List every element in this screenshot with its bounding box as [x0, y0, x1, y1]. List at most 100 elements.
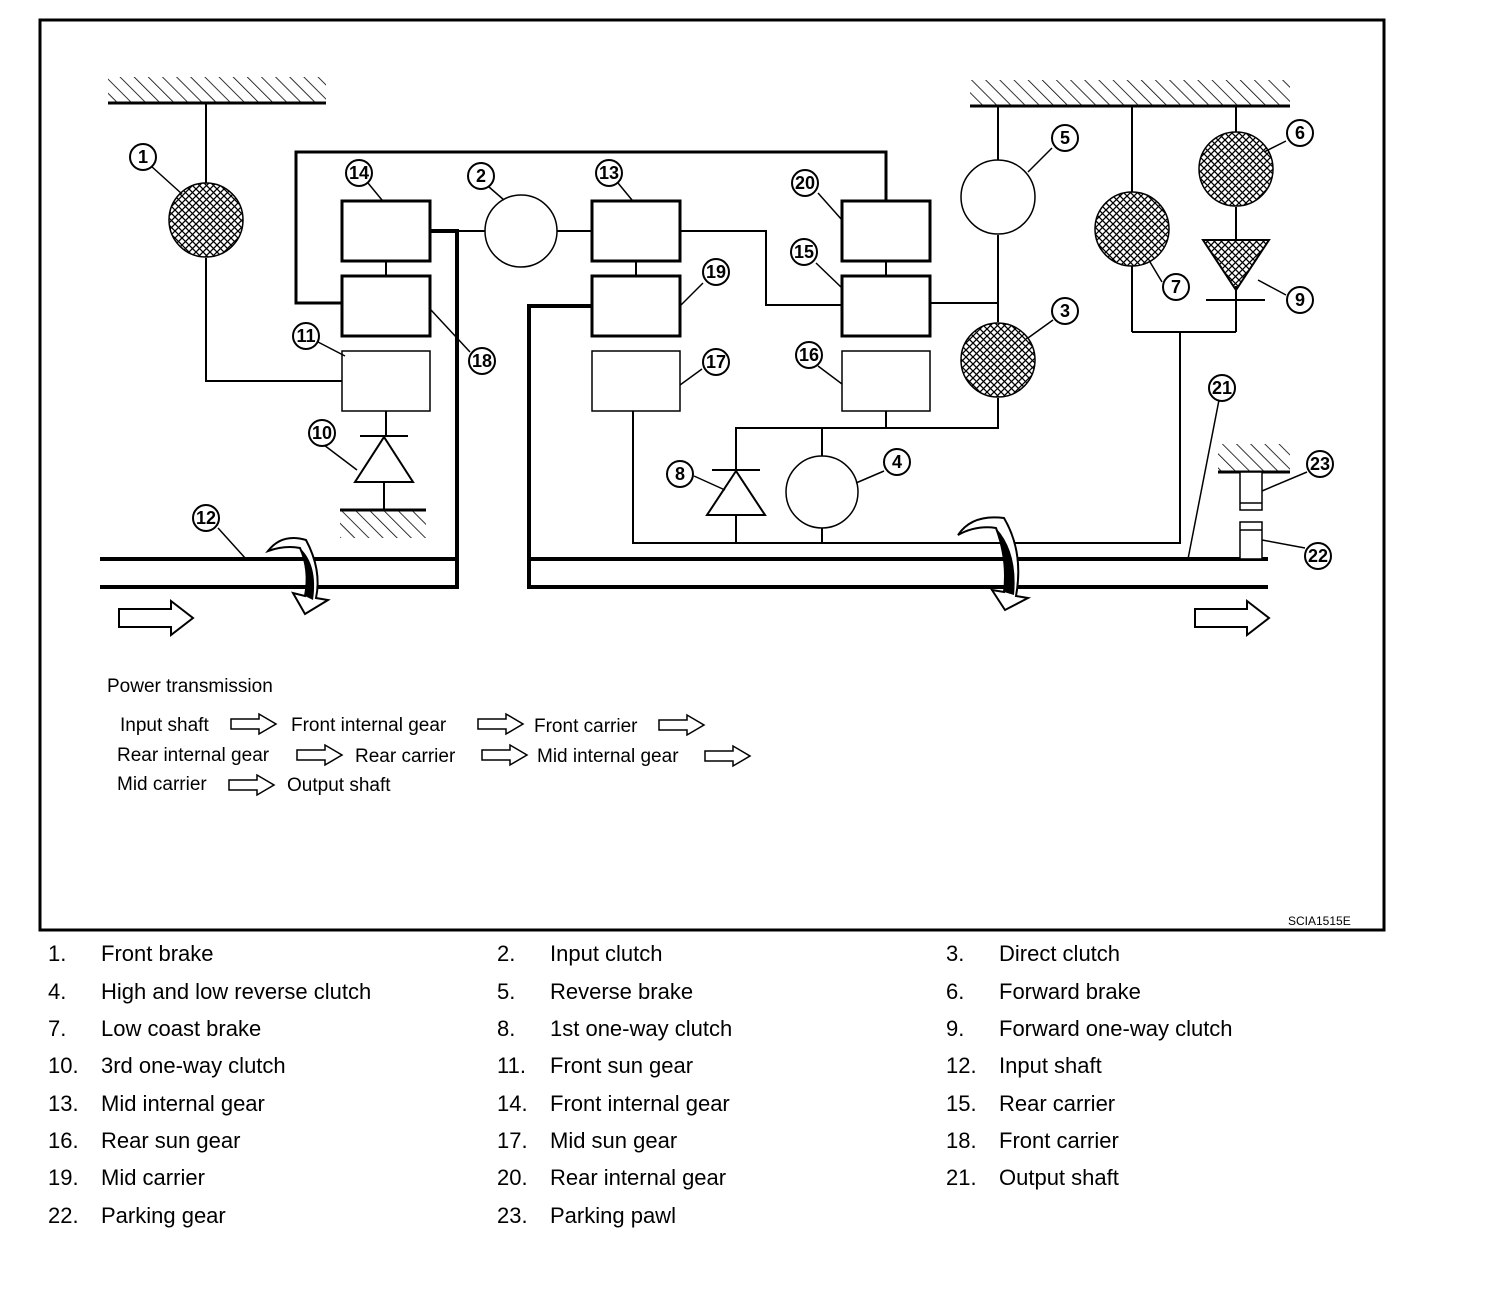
callout-20: 20	[791, 169, 819, 197]
callout-7: 7	[1162, 273, 1190, 301]
legend-label: Forward brake	[999, 979, 1141, 1004]
output-rotation-arrow-icon	[957, 516, 1032, 612]
legend-label: Mid internal gear	[101, 1091, 265, 1116]
callout-12: 12	[192, 504, 220, 532]
flow-step-output-shaft: Output shaft	[287, 775, 391, 796]
rear-carrier-box	[840, 274, 932, 338]
legend-number: 4.	[48, 979, 67, 1004]
flow-arrow-icon	[477, 712, 525, 736]
svg-text:22: 22	[1308, 546, 1328, 566]
connection-lines	[205, 103, 1265, 544]
legend-label: Front internal gear	[550, 1091, 730, 1116]
mid-sun-gear-box	[591, 350, 681, 412]
legend-number: 9.	[946, 1016, 965, 1041]
legend-number: 11.	[497, 1053, 526, 1078]
legend-number: 3.	[946, 941, 965, 966]
legend-label: Low coast brake	[101, 1016, 262, 1041]
flow-arrows	[228, 712, 752, 797]
callout-15: 15	[790, 238, 818, 266]
legend-label: Mid carrier	[101, 1165, 205, 1190]
legend-number: 10.	[48, 1053, 79, 1078]
input-direction-arrow-icon	[118, 598, 195, 638]
svg-text:3: 3	[1060, 301, 1070, 321]
legend-label: Front sun gear	[550, 1053, 694, 1078]
flow-step-rear-internal-gear: Rear internal gear	[117, 745, 270, 766]
svg-text:19: 19	[706, 262, 726, 282]
case-ground-parking	[1218, 444, 1290, 474]
legend-label: Reverse brake	[550, 979, 694, 1004]
forward-one-way-clutch-symbol	[1201, 239, 1271, 292]
callout-14: 14	[345, 159, 373, 187]
callout-4: 4	[883, 448, 911, 476]
legend-label: Parking gear	[101, 1203, 226, 1228]
legend-label: Output shaft	[999, 1165, 1119, 1190]
svg-text:1: 1	[138, 147, 148, 167]
svg-text:14: 14	[349, 163, 369, 183]
legend-number: 19.	[48, 1165, 79, 1190]
legend-label: Forward one-way clutch	[999, 1016, 1233, 1041]
flow-arrow-icon	[704, 744, 752, 768]
svg-text:5: 5	[1060, 128, 1070, 148]
callout-17: 17	[702, 348, 730, 376]
input-clutch-circle	[484, 194, 558, 268]
svg-text:9: 9	[1295, 290, 1305, 310]
legend-number: 14.	[497, 1091, 528, 1116]
callout-5: 5	[1051, 124, 1079, 152]
legend-label: Front carrier	[999, 1128, 1119, 1153]
flow-step-mid-internal-gear: Mid internal gear	[537, 746, 679, 767]
callout-22: 22	[1304, 542, 1332, 570]
callout-6: 6	[1286, 119, 1314, 147]
case-ground-left	[108, 77, 326, 105]
front-carrier-rear-internal-drum	[294, 150, 888, 305]
mid-carrier-box	[590, 274, 682, 338]
svg-text:13: 13	[599, 163, 619, 183]
svg-text:12: 12	[196, 508, 216, 528]
legend-number: 21.	[946, 1165, 977, 1190]
svg-text:20: 20	[795, 173, 815, 193]
mid-internal-gear-box	[590, 199, 682, 263]
output-shaft	[527, 304, 1268, 561]
callout-18: 18	[468, 347, 496, 375]
legend-label: Mid sun gear	[550, 1128, 678, 1153]
flow-step-rear-carrier: Rear carrier	[355, 746, 456, 767]
legend-number: 23.	[497, 1203, 528, 1228]
callout-10: 10	[308, 419, 336, 447]
legend-number: 17.	[497, 1128, 528, 1153]
legend-label: 3rd one-way clutch	[101, 1053, 286, 1078]
svg-text:23: 23	[1310, 454, 1330, 474]
svg-text:10: 10	[312, 423, 332, 443]
diagram-frame	[38, 18, 1386, 932]
input-rotation-arrow-icon	[265, 537, 331, 616]
flow-arrow-icon	[228, 773, 276, 797]
svg-text:4: 4	[892, 452, 902, 472]
shaft-lines	[100, 229, 1268, 589]
svg-text:16: 16	[799, 345, 819, 365]
high-low-reverse-clutch-circle	[785, 455, 859, 529]
callout-9: 9	[1286, 286, 1314, 314]
legend-number: 8.	[497, 1016, 516, 1041]
power-transmission-title: Power transmission	[107, 676, 273, 697]
callout-21: 21	[1208, 374, 1236, 402]
svg-text:7: 7	[1171, 277, 1181, 297]
legend-number: 18.	[946, 1128, 977, 1153]
svg-text:8: 8	[675, 464, 685, 484]
reverse-brake-circle	[960, 159, 1036, 235]
legend-number: 12.	[946, 1053, 977, 1078]
direct-clutch-circle	[960, 322, 1036, 398]
flow-step-front-carrier: Front carrier	[534, 716, 638, 737]
figure-code: SCIA1515E	[1288, 914, 1351, 928]
legend-number: 15.	[946, 1091, 977, 1116]
callout-8: 8	[666, 460, 694, 488]
legend-number: 6.	[946, 979, 965, 1004]
svg-text:11: 11	[296, 326, 315, 346]
parking-gear-symbol	[1239, 521, 1263, 560]
flow-step-mid-carrier: Mid carrier	[117, 774, 207, 795]
power-flow-diagram: 1 2 3 4 5 6 7 8 9 10 11 12 13 14 15 16 1…	[38, 18, 1386, 932]
callout-1: 1	[129, 143, 157, 171]
svg-text:15: 15	[794, 242, 814, 262]
callout-16: 16	[795, 341, 823, 369]
legend-label: Parking pawl	[550, 1203, 676, 1228]
legend-label: Rear sun gear	[101, 1128, 241, 1153]
legend-label: High and low reverse clutch	[101, 979, 372, 1004]
legend-number: 5.	[497, 979, 516, 1004]
